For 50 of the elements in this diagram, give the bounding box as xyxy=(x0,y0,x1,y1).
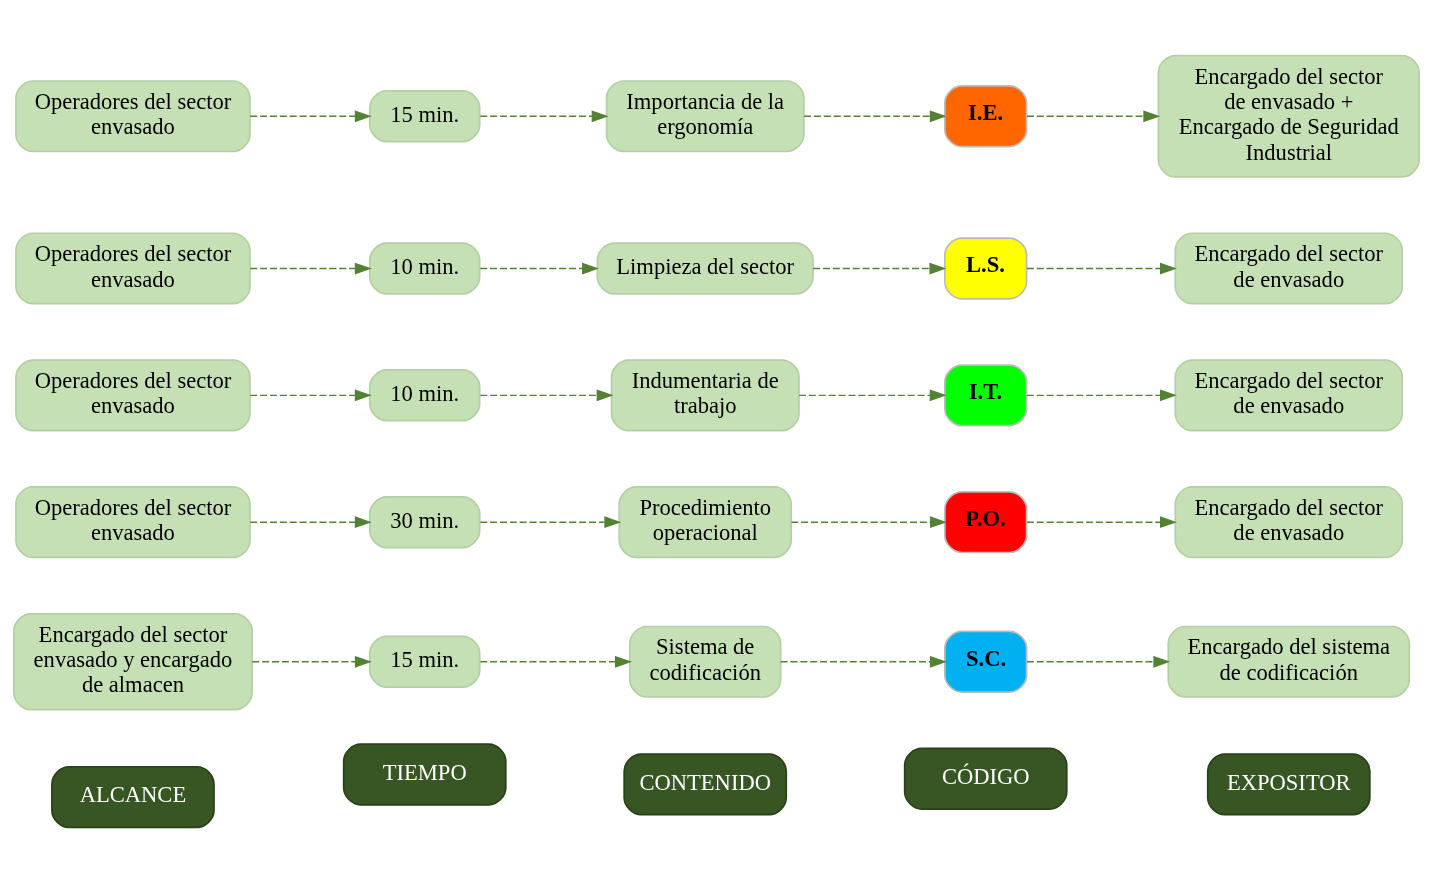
node-box: Operadores del sector envasado xyxy=(15,232,251,305)
node-box: Operadores del sector envasado xyxy=(15,80,251,153)
node-box: P.O. xyxy=(944,491,1028,554)
arrow xyxy=(249,110,372,123)
arrow xyxy=(251,655,372,668)
node-box: Indumentaria de trabajo xyxy=(610,359,800,432)
node-box: Importancia de la ergonomía xyxy=(605,80,805,153)
node-box: I.T. xyxy=(944,364,1028,427)
node-box: I.E. xyxy=(944,85,1028,148)
arrow xyxy=(1026,516,1177,529)
arrow xyxy=(779,655,947,668)
node-box: CONTENIDO xyxy=(623,753,788,816)
arrow xyxy=(798,389,947,402)
node-box: 15 min. xyxy=(368,635,481,688)
node-box: Encargado del sector envasado y encargado de almacen xyxy=(13,612,253,711)
arrow xyxy=(812,262,947,275)
arrow xyxy=(249,389,372,402)
arrow xyxy=(1026,262,1177,275)
node-box: Encargado del sistema de codificación xyxy=(1167,625,1411,698)
arrow xyxy=(1026,655,1171,668)
node-box: Limpieza del sector xyxy=(596,242,814,295)
node-box: TIEMPO xyxy=(342,743,507,806)
node-box: Procedimiento operacional xyxy=(618,486,793,559)
arrow xyxy=(479,389,614,402)
node-box: Sistema de codificación xyxy=(628,625,782,698)
node-box: S.C. xyxy=(944,630,1028,693)
arrow xyxy=(1026,389,1177,402)
node-box: 10 min. xyxy=(368,369,481,422)
node-box: Encargado del sector de envasado xyxy=(1174,359,1404,432)
arrow xyxy=(479,516,622,529)
node-box: 15 min. xyxy=(368,90,481,143)
arrow xyxy=(249,262,372,275)
arrow xyxy=(479,110,609,123)
node-box: Encargado del sector de envasado + Encargado de Seguridad Industrial xyxy=(1157,54,1420,178)
node-box: Encargado del sector de envasado xyxy=(1174,486,1404,559)
arrow xyxy=(803,110,947,123)
node-box: EXPOSITOR xyxy=(1206,753,1371,816)
node-box: 30 min. xyxy=(368,495,481,549)
node-box: Operadores del sector envasado xyxy=(15,359,251,432)
node-box: 10 min. xyxy=(368,242,481,295)
node-box: Encargado del sector de envasado xyxy=(1174,232,1404,305)
node-box: ALCANCE xyxy=(51,765,215,829)
arrow xyxy=(479,655,632,668)
node-box: Operadores del sector envasado xyxy=(15,486,251,559)
node-box: L.S. xyxy=(944,237,1028,300)
arrow xyxy=(790,516,947,529)
arrow xyxy=(479,262,599,275)
arrow xyxy=(1026,110,1161,123)
node-box: CÓDIGO xyxy=(903,747,1068,810)
arrow xyxy=(249,516,372,529)
